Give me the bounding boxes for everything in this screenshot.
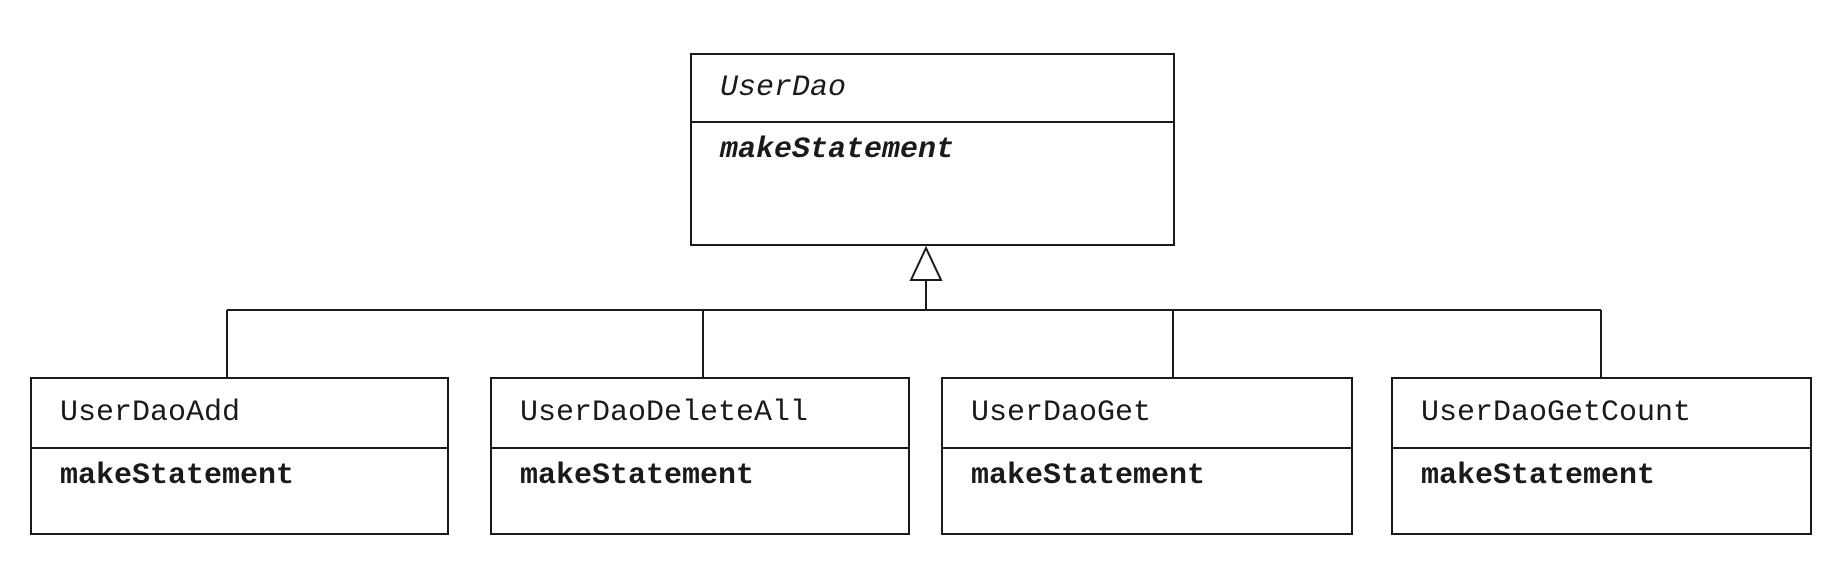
class-method: makeStatement [971,459,1206,493]
class-method: makeStatement [720,133,955,167]
class-box-userdaodeleteall: UserDaoDeleteAll makeStatement [490,377,910,535]
class-box-userdaoget: UserDaoGet makeStatement [941,377,1353,535]
class-name: UserDaoGetCount [1393,379,1810,449]
class-method: makeStatement [60,459,295,493]
class-method: makeStatement [520,459,755,493]
class-name: UserDaoDeleteAll [492,379,908,449]
class-name: UserDaoAdd [32,379,447,449]
class-box-userdaoadd: UserDaoAdd makeStatement [30,377,449,535]
class-box-userdaogetcount: UserDaoGetCount makeStatement [1391,377,1812,535]
class-name: UserDao [692,55,1173,123]
class-name: UserDaoGet [943,379,1351,449]
class-box-userdao: UserDao makeStatement [690,53,1175,246]
class-method: makeStatement [1421,459,1656,493]
generalization-arrowhead [909,245,943,281]
